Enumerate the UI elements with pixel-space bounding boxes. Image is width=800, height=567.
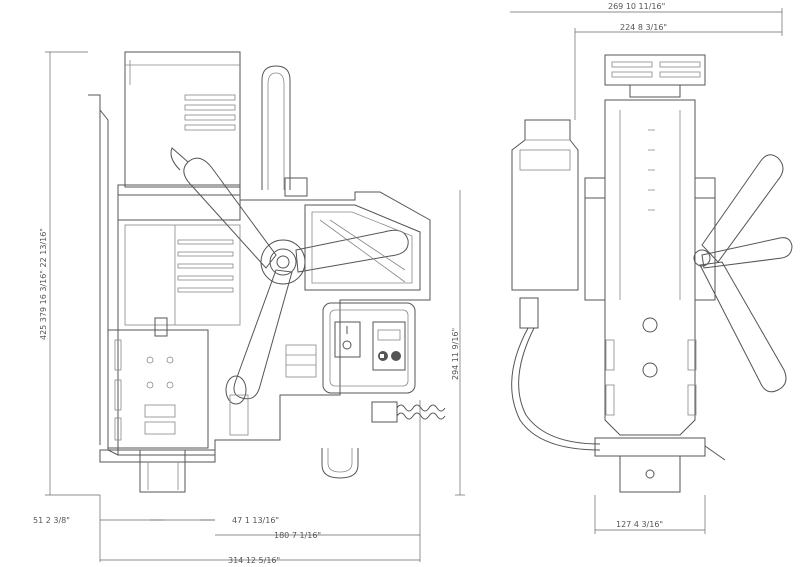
dim-overall-width: 314 12 5/16" bbox=[228, 556, 280, 565]
dim-base-offset-left: 51 2 3/8" bbox=[33, 516, 70, 525]
side-view bbox=[88, 51, 446, 493]
dim-top-width-right: 269 10 11/16" bbox=[608, 2, 665, 11]
dim-width-180: 180 7 1/16" bbox=[274, 531, 321, 540]
dim-width-47: 47 1 13/16" bbox=[232, 516, 279, 525]
dimension-lines bbox=[45, 8, 783, 562]
dim-overall-height: 425 379 16 3/16" 22 13/16" bbox=[39, 228, 48, 340]
dim-switch-height: 294 11 9/16" bbox=[451, 328, 460, 380]
dim-top-inner-right: 224 8 3/16" bbox=[620, 23, 667, 32]
front-view bbox=[511, 54, 793, 493]
dim-base-width-right: 127 4 3/16" bbox=[616, 520, 663, 529]
